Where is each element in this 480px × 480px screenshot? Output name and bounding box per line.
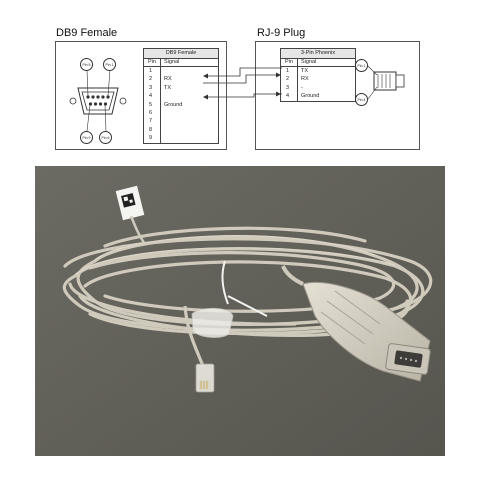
- rj9-row-signal: TX: [301, 68, 309, 74]
- db9-bubble-pin5: Pin 5: [80, 58, 93, 71]
- cable-product-photo: [35, 166, 445, 456]
- db9-bubble-pin1: Pin 1: [103, 58, 116, 71]
- rj9-row-pin: 3: [286, 84, 290, 91]
- rj9-bubble-pin4: Pin 4: [355, 93, 368, 106]
- rj9-row-pin: 4: [286, 93, 290, 100]
- db9-bubble-pin9: Pin 9: [80, 131, 93, 144]
- db9-row-pin: 9: [149, 135, 153, 142]
- rj9-row-signal: -: [301, 84, 303, 91]
- db9-col-signal: Signal: [164, 59, 180, 65]
- wire-ground: [207, 93, 282, 98]
- rj9-pin-table: 3-Pin Phoenix Pin Signal 1 TX 2 RX 3 - 4 Ground: [280, 48, 356, 102]
- rj9-row-signal: RX: [301, 76, 309, 83]
- wire-db9-rx-to-rj9-tx: [207, 67, 282, 77]
- db9-connector-photo: [302, 282, 431, 382]
- db9-row-pin: 8: [149, 126, 153, 133]
- rj9-col-signal: Signal: [301, 59, 317, 65]
- rj9-title: RJ-9 Plug: [257, 27, 306, 39]
- db9-row-signal: RX: [164, 76, 172, 83]
- db9-bubble-pin6: Pin 6: [99, 131, 112, 144]
- rj9-plug-photo: [195, 363, 215, 393]
- db9-table-header: DB9 Female: [144, 49, 218, 59]
- rj9-row-pin: 2: [286, 76, 290, 83]
- db9-row-pin: 6: [149, 110, 153, 116]
- db9-row-pin: 3: [149, 84, 153, 91]
- db9-row-pin: 4: [149, 93, 153, 100]
- db9-row-pin: 2: [149, 76, 153, 83]
- db9-row-pin: 7: [149, 118, 153, 125]
- rj9-row-pin: 1: [286, 68, 290, 74]
- db9-title: DB9 Female: [56, 27, 118, 39]
- rj9-col-pin: Pin: [285, 59, 293, 65]
- db9-row-signal: Ground: [164, 101, 183, 108]
- rj9-row-signal: Ground: [301, 93, 320, 100]
- db9-row-signal: TX: [164, 84, 172, 91]
- wire-db9-tx-to-rj9-rx: [203, 74, 277, 84]
- db9-row-pin: 1: [149, 68, 153, 74]
- rj9-table-header: 3-Pin Phoenix: [281, 49, 355, 59]
- cable-illustration: [35, 166, 445, 456]
- db9-col-pin: Pin: [148, 59, 156, 65]
- db9-row-pin: 5: [149, 101, 153, 108]
- cable-label-tag: [115, 185, 147, 245]
- rj9-bubble-pin1: Pin 1: [355, 59, 368, 72]
